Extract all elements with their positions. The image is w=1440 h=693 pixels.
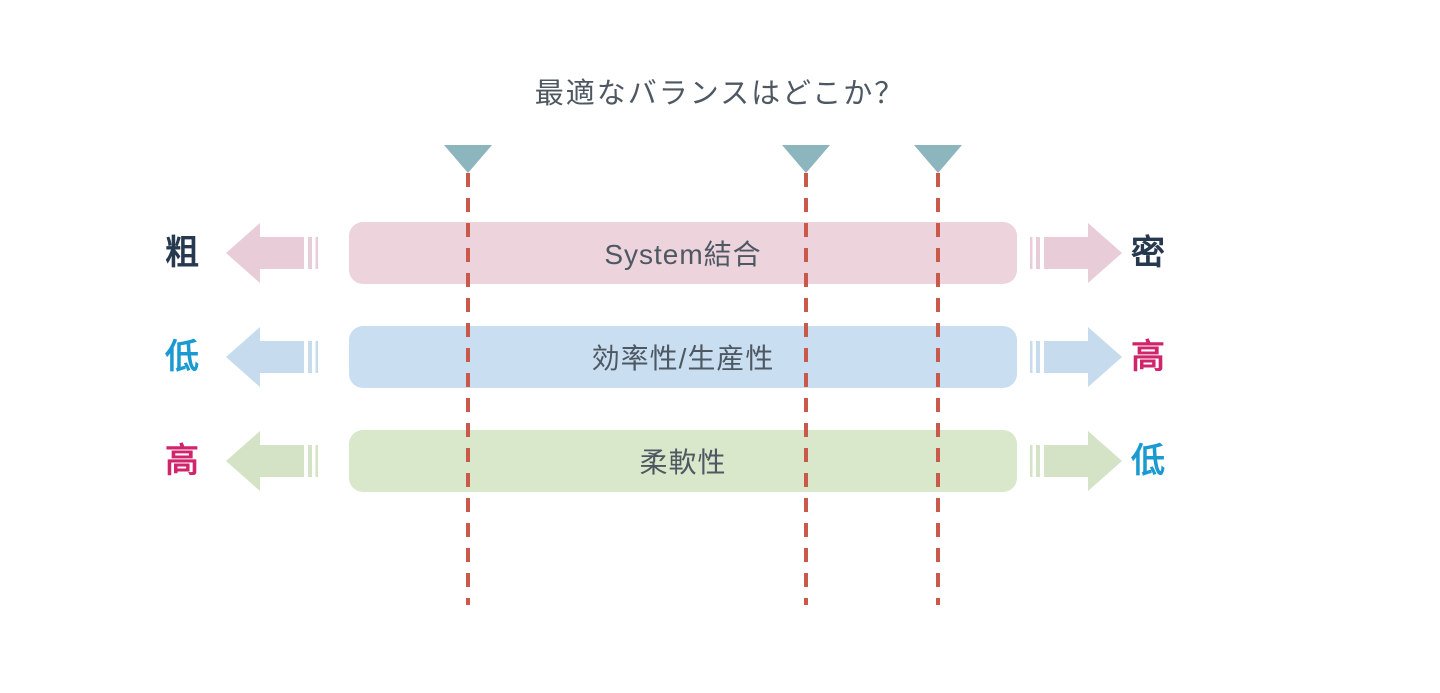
diagram-title: 最適なバランスはどこか？ [534, 78, 906, 110]
striped-left-arrow-icon [226, 223, 318, 283]
striped-left-arrow-icon [226, 431, 318, 491]
row-efficiency-productivity: 低 効率性/生産性 高 [0, 326, 1440, 388]
left-end-label-low: 低 [165, 338, 199, 376]
bar-flexibility: 柔軟性 [349, 430, 1017, 492]
left-end-label-coarse: 粗 [165, 234, 199, 272]
striped-right-arrow-icon [1030, 223, 1122, 283]
bar-system-coupling: System結合 [349, 222, 1017, 284]
right-end-label-high: 高 [1131, 338, 1165, 376]
left-end-label-high: 高 [165, 442, 199, 480]
striped-left-arrow-icon [226, 327, 318, 387]
bar-label: 柔軟性 [639, 447, 727, 478]
right-end-label-low: 低 [1131, 442, 1165, 480]
striped-right-arrow-icon [1030, 431, 1122, 491]
bar-efficiency-productivity: 効率性/生産性 [349, 326, 1017, 388]
bar-label: 効率性/生産性 [591, 343, 775, 374]
bar-label: System結合 [604, 239, 762, 270]
right-end-label-dense: 密 [1131, 234, 1165, 272]
row-flexibility: 高 柔軟性 低 [0, 430, 1440, 492]
striped-right-arrow-icon [1030, 327, 1122, 387]
row-system-coupling: 粗 System結合 密 [0, 222, 1440, 284]
